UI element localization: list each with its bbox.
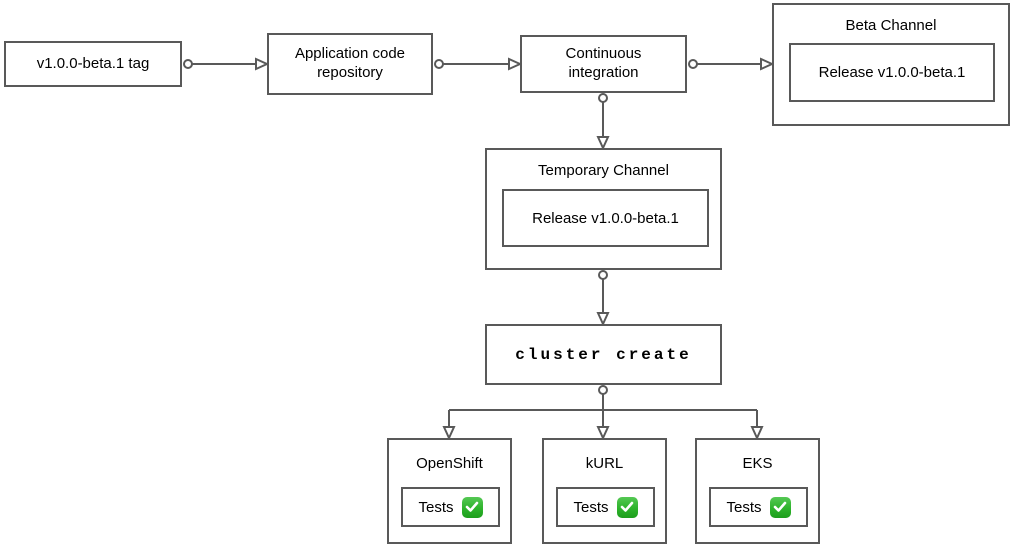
arrow-temp-channel-to-cluster-create — [596, 270, 610, 327]
kurl-tests-label: Tests — [573, 498, 609, 516]
openshift-tests-box: Tests — [401, 487, 500, 527]
node-version-tag: v1.0.0-beta.1 tag — [4, 41, 182, 87]
node-continuous-integration-label: Continuous integration — [565, 45, 642, 81]
check-passed-icon — [461, 496, 483, 518]
node-cluster-create-label: cluster create — [515, 345, 692, 364]
node-app-code-repository-label: Application code repository — [294, 45, 406, 81]
group-eks: EKS Tests — [695, 438, 820, 544]
check-passed-icon — [616, 496, 638, 518]
eks-tests-label: Tests — [726, 498, 762, 516]
check-passed-icon — [769, 496, 791, 518]
group-kurl: kURL Tests — [542, 438, 667, 544]
node-version-tag-label: v1.0.0-beta.1 tag — [36, 54, 150, 72]
node-cluster-create: cluster create — [485, 324, 722, 385]
arrow-tag-to-repo — [183, 57, 270, 71]
temporary-channel-release-box: Release v1.0.0-beta.1 — [502, 189, 709, 247]
group-temporary-channel-title: Temporary Channel — [538, 162, 669, 179]
group-kurl-title: kURL — [585, 455, 624, 472]
kurl-tests-box: Tests — [556, 487, 655, 527]
beta-channel-release-label: Release v1.0.0-beta.1 — [818, 64, 966, 81]
arrow-cluster-create-fanout — [442, 385, 764, 441]
temporary-channel-release-label: Release v1.0.0-beta.1 — [532, 209, 679, 227]
beta-channel-release-box: Release v1.0.0-beta.1 — [789, 43, 995, 102]
group-eks-title: EKS — [742, 455, 773, 472]
group-openshift-title: OpenShift — [416, 455, 483, 472]
group-beta-channel-title: Beta Channel — [845, 17, 937, 34]
group-beta-channel: Beta Channel Release v1.0.0-beta.1 — [772, 3, 1010, 126]
group-openshift: OpenShift Tests — [387, 438, 512, 544]
arrow-ci-to-beta-channel — [688, 57, 775, 71]
openshift-tests-label: Tests — [418, 498, 454, 516]
node-continuous-integration: Continuous integration — [520, 35, 687, 93]
node-app-code-repository: Application code repository — [267, 33, 433, 95]
arrow-ci-to-temp-channel — [596, 93, 610, 151]
eks-tests-box: Tests — [709, 487, 808, 527]
group-temporary-channel: Temporary Channel Release v1.0.0-beta.1 — [485, 148, 722, 270]
arrow-repo-to-ci — [434, 57, 523, 71]
